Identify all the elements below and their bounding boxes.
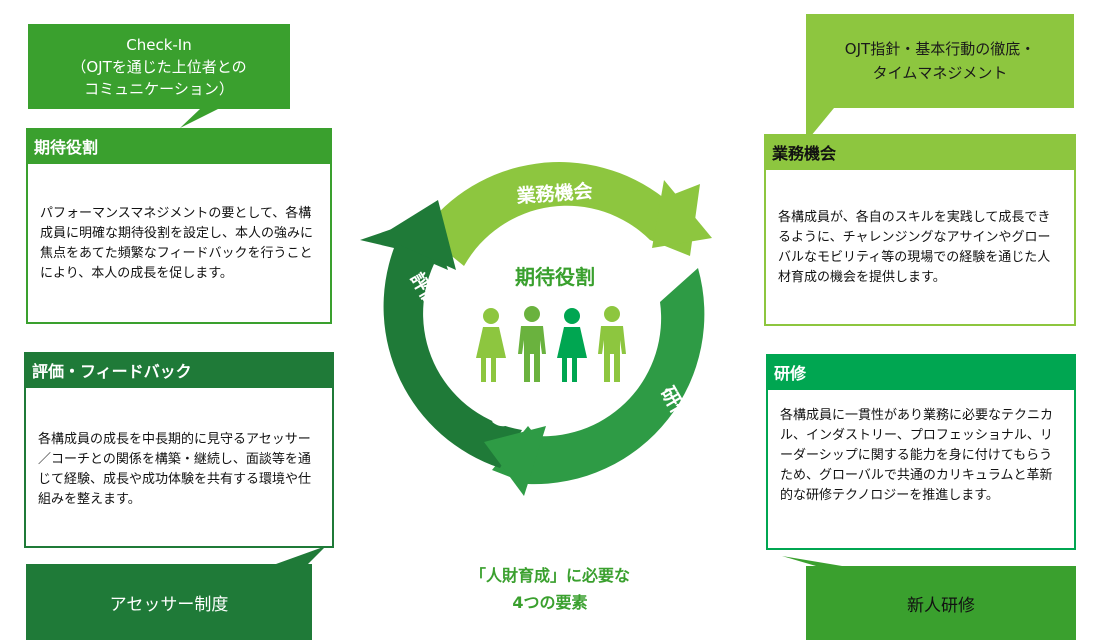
card-business-body: 各構成員が、各自のスキルを実践して成長できるように、チャレンジングなアサインやグ…	[778, 210, 1051, 285]
cycle-diagram: 業務機会 研修 評価・フィードバック 期待役割	[360, 162, 712, 496]
card-feedback-title: 評価・フィードバック	[32, 362, 192, 381]
arrow-tip-left	[380, 200, 456, 270]
card-expectation-body: パフォーマンスマネジメントの要として、各構成員に明確な期待役割を設定し、本人の強…	[40, 206, 314, 281]
check-in-title: Check-In	[126, 35, 192, 54]
assessor-box: アセッサー制度	[109, 594, 229, 615]
person-icon-1	[476, 308, 506, 382]
card-business-title: 業務機会	[772, 144, 837, 163]
card-feedback-body: 各構成員の成長を中長期的に見守るアセッサー／コーチとの関係を構築・継続し、面談等…	[38, 432, 312, 507]
ojt-bubble-shape	[806, 14, 1074, 142]
cycle-caption: 「人財育成」に必要な 4つの要素	[410, 562, 690, 616]
card-expectation-title: 期待役割	[34, 138, 99, 157]
person-icon-3	[557, 308, 587, 382]
caption-line2: 4つの要素	[512, 593, 588, 612]
center-label: 期待役割	[515, 265, 595, 289]
check-in-bubble: Check-In （OJTを通じた上位者との コミュニケーション）	[28, 24, 290, 109]
ojt-bubble: OJT指針・基本行動の徹底・ タイムマネジメント	[806, 14, 1074, 108]
arrow-tip-right	[484, 426, 546, 496]
newhire-box-wrap: 新人研修	[782, 548, 1082, 642]
person-icon-2	[518, 306, 546, 382]
check-in-sub1: （OJTを通じた上位者との	[71, 57, 247, 76]
check-in-bubble-shape	[28, 24, 290, 128]
person-icon-4	[598, 306, 626, 382]
card-feedback-header: 評価・フィードバック	[24, 352, 334, 388]
ojt-line1: OJT指針・基本行動の徹底・	[844, 40, 1036, 58]
segment-business	[422, 162, 700, 266]
card-expectation: 期待役割 パフォーマンスマネジメントの要として、各構成員に明確な期待役割を設定し…	[26, 128, 332, 324]
card-training-body: 各構成員に一貫性があり業務に必要なテクニカル、インダストリー、プロフェッショナル…	[780, 408, 1054, 503]
newhire-pointer-shape	[782, 556, 1076, 640]
card-training-title: 研修	[774, 364, 807, 383]
card-training-header: 研修	[766, 354, 1076, 390]
card-feedback: 評価・フィードバック 各構成員の成長を中長期的に見守るアセッサー／コーチとの関係…	[24, 352, 334, 548]
ojt-line2: タイムマネジメント	[872, 64, 1008, 82]
check-in-bubble-wrap: Check-In （OJTを通じた上位者との コミュニケーション）	[28, 24, 290, 134]
caption-line1: 「人財育成」に必要な	[469, 566, 630, 585]
card-business-header: 業務機会	[764, 134, 1076, 170]
card-training: 研修 各構成員に一貫性があり業務に必要なテクニカル、インダストリー、プロフェッシ…	[766, 354, 1076, 550]
check-in-sub2: コミュニケーション）	[84, 79, 234, 98]
assessor-pointer-shape	[26, 546, 326, 640]
segment-training	[492, 268, 705, 485]
newhire-box: 新人研修	[907, 595, 975, 616]
ojt-bubble-wrap: OJT指針・基本行動の徹底・ タイムマネジメント	[806, 14, 1074, 154]
card-expectation-header: 期待役割	[26, 128, 332, 164]
assessor-box-wrap: アセッサー制度	[26, 546, 338, 642]
segment-feedback	[360, 216, 522, 468]
arrow-tip-top	[652, 180, 712, 248]
people-icon	[476, 306, 626, 382]
card-business: 業務機会 各構成員が、各自のスキルを実践して成長できるように、チャレンジングなア…	[764, 134, 1076, 326]
segment-business-label: 業務機会	[515, 179, 593, 207]
